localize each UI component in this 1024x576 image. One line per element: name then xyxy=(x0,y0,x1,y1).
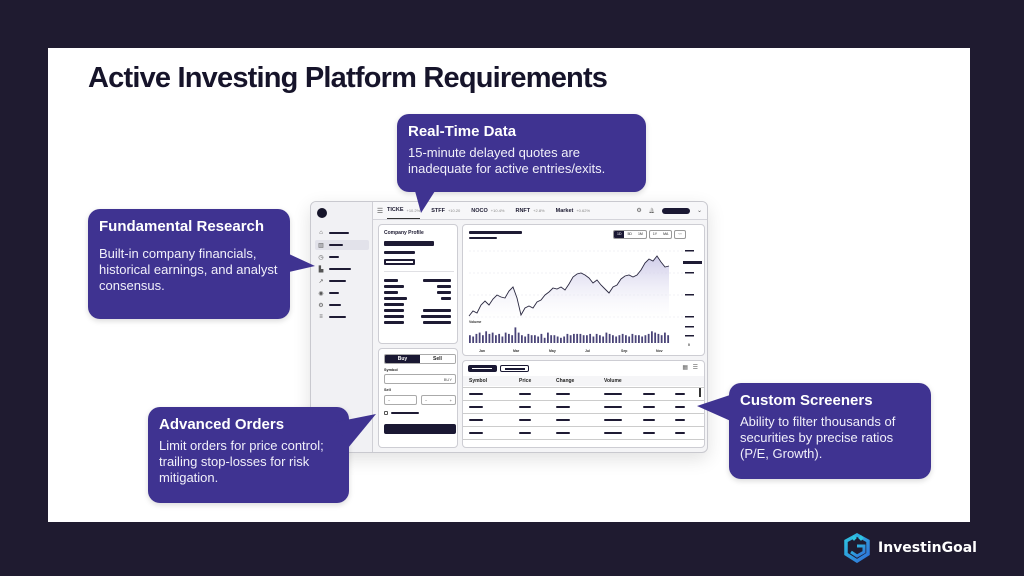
timeframe-1m[interactable]: 1M xyxy=(637,232,643,236)
ticker-tab[interactable]: RNFT+2.8% xyxy=(515,207,545,214)
slide: Active Investing Platform Requirements ⌂… xyxy=(48,48,970,522)
chevron-down-icon[interactable]: ⌄ xyxy=(696,208,702,214)
bar-chart-icon: ▙ xyxy=(318,266,324,273)
sidebar-item-company[interactable]: ▥ xyxy=(315,240,369,250)
menu-icon[interactable]: ☰ xyxy=(376,207,384,215)
brand-logo: InvestinGoal xyxy=(842,533,977,563)
ticker-tab[interactable]: TICKE+10.2% xyxy=(387,202,421,219)
screener-tab-active[interactable] xyxy=(468,365,497,372)
investingoal-logo-icon xyxy=(844,533,870,563)
callout-pointer xyxy=(415,191,435,213)
brand-name: InvestinGoal xyxy=(878,540,977,556)
dollar-icon: ◉ xyxy=(318,290,324,297)
callout-fundamental-research: Fundamental Research Built-in company fi… xyxy=(88,209,290,319)
order-ticket-panel: Buy Sell Symbol BUY Sell − −+ xyxy=(378,348,458,448)
grid-view-icon[interactable]: ▦ xyxy=(682,365,688,371)
callout-custom-screeners: Custom Screeners Ability to filter thous… xyxy=(729,383,931,479)
quantity-input[interactable]: − xyxy=(384,395,417,405)
table-row[interactable] xyxy=(463,413,704,424)
account-menu[interactable] xyxy=(661,207,690,214)
building-icon: ▥ xyxy=(318,242,324,249)
scrollbar[interactable] xyxy=(699,388,701,397)
avatar[interactable] xyxy=(317,208,327,218)
table-row[interactable] xyxy=(463,426,704,437)
chart-type-icon[interactable]: 〰 xyxy=(678,232,682,236)
settings-icon[interactable]: ⚙ xyxy=(636,208,642,214)
gear-icon: ⚙ xyxy=(318,302,324,309)
submit-order-button[interactable] xyxy=(384,424,456,434)
sell-tab[interactable]: Sell xyxy=(420,355,455,363)
timeframe-1y[interactable]: 1Y xyxy=(652,232,658,236)
timeframe-1d[interactable]: 1D xyxy=(614,231,625,238)
timeframe-ma[interactable]: MA xyxy=(663,232,669,236)
ticker-tab[interactable]: STFF+10.20 xyxy=(431,207,461,214)
bell-icon[interactable]: 🔔 xyxy=(648,207,655,214)
sidebar-item-history[interactable]: ◷ xyxy=(315,252,369,262)
volume-label: Volume xyxy=(469,320,482,324)
sidebar-item-finance[interactable]: ◉ xyxy=(315,288,369,298)
table-row[interactable] xyxy=(463,387,704,398)
price-line-chart xyxy=(468,250,702,343)
callout-pointer xyxy=(697,394,733,422)
buy-sell-toggle: Buy Sell xyxy=(384,354,456,364)
price-chart-panel: 1D 5D 1M 1Y MA 〰 xyxy=(462,224,705,356)
sidebar-item-charts[interactable]: ▙ xyxy=(315,264,369,274)
ticker-tab[interactable]: NOCO+10.4% xyxy=(471,207,505,214)
clock-icon: ◷ xyxy=(318,254,324,261)
order-option-checkbox[interactable] xyxy=(384,411,388,415)
sidebar-item-list[interactable]: ≡ xyxy=(315,312,369,322)
table-row[interactable] xyxy=(463,400,704,411)
callout-pointer xyxy=(336,414,376,448)
ticker-tab[interactable]: Market+0.62% xyxy=(555,207,591,214)
home-icon: ⌂ xyxy=(319,230,323,236)
sidebar-item-home[interactable]: ⌂ xyxy=(315,228,369,238)
symbol-input[interactable]: BUY xyxy=(384,374,456,384)
trend-icon: ↗ xyxy=(318,278,324,285)
timeframe-5d[interactable]: 5D xyxy=(627,232,632,236)
panel-title: Company Profile xyxy=(384,230,424,236)
screener-panel: ▦ ☰ Symbol Price Change Volume xyxy=(462,360,705,448)
quantity-stepper[interactable]: −+ xyxy=(421,395,456,405)
screener-header: Symbol Price Change Volume xyxy=(463,376,704,386)
sidebar-item-trends[interactable]: ↗ xyxy=(315,276,369,286)
sidebar-item-settings[interactable]: ⚙ xyxy=(315,300,369,310)
company-profile-panel: Company Profile xyxy=(378,224,458,344)
column-change[interactable]: Change xyxy=(556,378,575,384)
column-volume[interactable]: Volume xyxy=(604,378,622,384)
column-price[interactable]: Price xyxy=(519,378,532,384)
list-icon: ≡ xyxy=(319,314,323,320)
callout-advanced-orders: Advanced Orders Limit orders for price c… xyxy=(148,407,349,503)
timeframe-selector: 1D 5D 1M 1Y MA 〰 xyxy=(613,230,686,239)
ticker-bar: ☰ TICKE+10.2% STFF+10.20 NOCO+10.4% RNFT… xyxy=(373,202,707,220)
column-symbol[interactable]: Symbol xyxy=(469,378,488,384)
buy-tab[interactable]: Buy xyxy=(385,355,420,363)
callout-real-time-data: Real-Time Data 15-minute delayed quotes … xyxy=(397,114,646,192)
page-title: Active Investing Platform Requirements xyxy=(88,62,608,94)
callout-pointer xyxy=(289,254,315,272)
list-view-icon[interactable]: ☰ xyxy=(692,365,698,371)
screener-tab[interactable] xyxy=(500,365,529,372)
